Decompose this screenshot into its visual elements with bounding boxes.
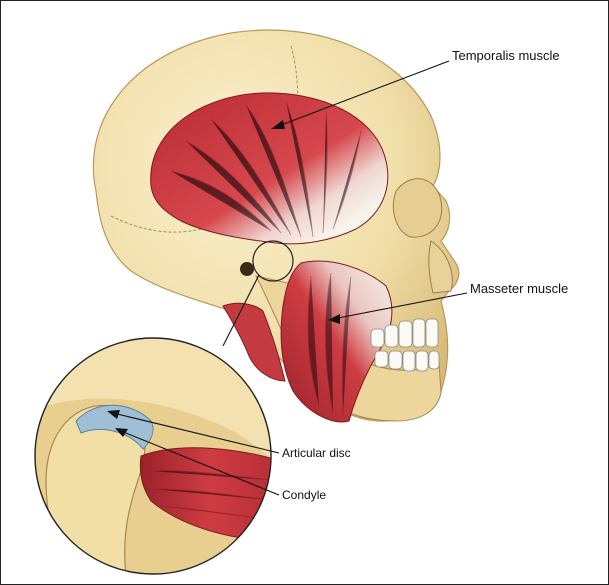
condyle-label: Condyle [282,488,326,502]
masseter-label: Masseter muscle [470,281,568,296]
ear-opening [240,262,254,276]
nasal-area [429,241,452,293]
articular-disc-label: Articular disc [282,446,351,460]
temporalis-label: Temporalis muscle [452,48,560,63]
orbit [393,179,441,238]
